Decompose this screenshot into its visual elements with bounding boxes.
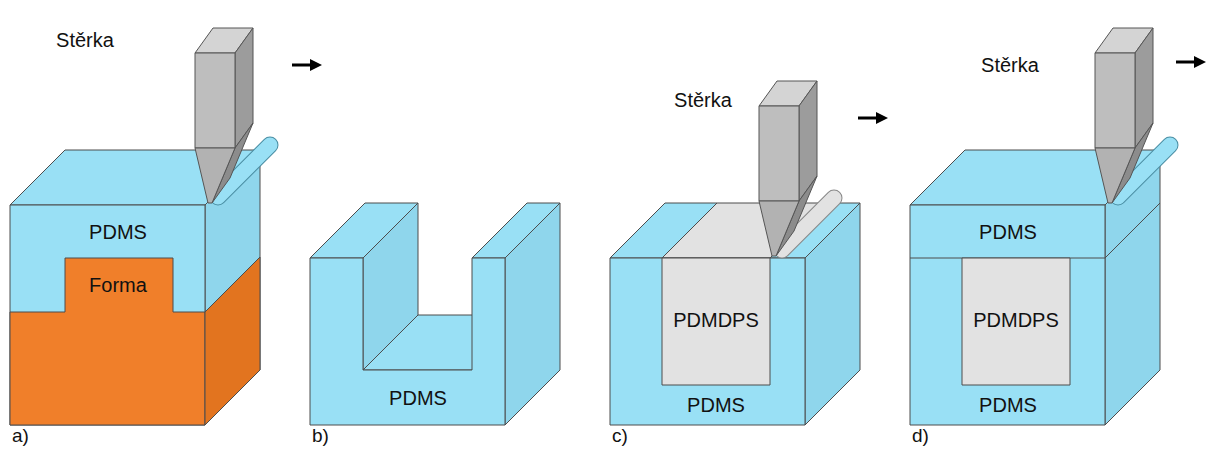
material-label: PDMS	[687, 394, 745, 417]
pdmdps-front	[662, 258, 770, 385]
pdms-front	[10, 205, 205, 425]
pdms-front	[910, 205, 1105, 425]
panel-letter: c)	[612, 425, 628, 447]
material-label: PDMS	[89, 221, 147, 244]
scraper	[1095, 28, 1153, 203]
motion-arrow	[858, 112, 888, 124]
material-label: PDMS	[979, 394, 1037, 417]
material-label: PDMDPS	[973, 309, 1059, 332]
mould-front	[10, 258, 205, 425]
panel-letter: a)	[12, 425, 29, 447]
material-label: PDMDPS	[673, 309, 759, 332]
material-label: Forma	[89, 274, 147, 297]
motion-arrow	[292, 59, 322, 71]
pdmdps-front	[962, 258, 1070, 385]
material-label: PDMS	[389, 387, 447, 410]
pdms-front	[610, 258, 805, 425]
scraper	[759, 81, 817, 256]
pdms-top	[310, 203, 418, 258]
pdms-front	[310, 258, 505, 425]
motion-arrow	[1176, 56, 1206, 68]
panel-letter: b)	[312, 425, 329, 447]
layer-line	[1105, 203, 1160, 258]
mould-side	[205, 257, 260, 425]
panel-letter: d)	[912, 425, 929, 447]
tool-label: Stěrka	[674, 89, 732, 112]
material-label: PDMS	[979, 221, 1037, 244]
scraper	[195, 28, 253, 203]
tool-label: Stěrka	[56, 29, 114, 52]
pdms-side	[505, 203, 560, 425]
tool-label: Stěrka	[981, 54, 1039, 77]
